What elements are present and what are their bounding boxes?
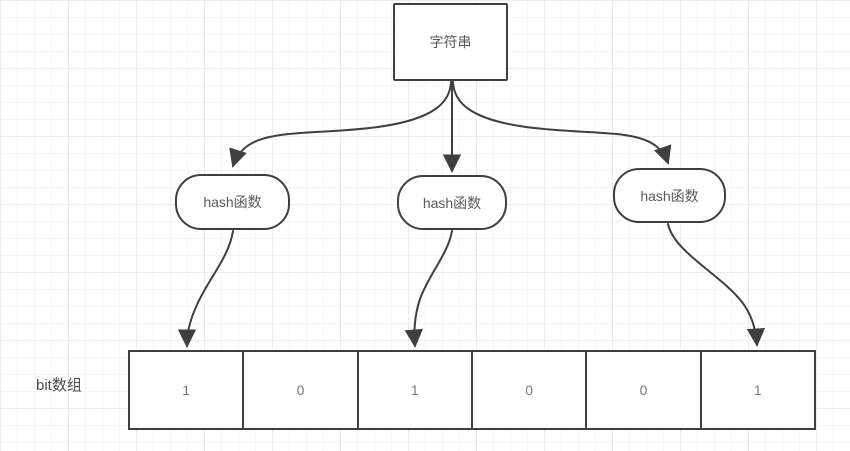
hash-function-box-3: hash函数 [613, 168, 726, 223]
hash-function-box-1: hash函数 [175, 174, 290, 230]
arrow-hash2-to-cell3 [404, 230, 453, 348]
hash-function-label: hash函数 [203, 194, 262, 210]
bit-cell-5: 0 [587, 352, 702, 428]
bit-cell-1: 1 [130, 352, 245, 428]
string-box: 字符串 [393, 3, 508, 81]
hash-function-label: hash函数 [640, 187, 699, 204]
arrow-string-to-hash1 [229, 81, 452, 168]
bit-array: 1 0 1 0 0 1 [128, 350, 816, 430]
string-box-label: 字符串 [429, 34, 472, 50]
arrow-string-to-hash3 [452, 81, 672, 165]
bit-cell-4: 0 [472, 352, 588, 428]
bit-cell-2: 0 [244, 352, 359, 428]
arrow-hash1-to-cell1 [177, 230, 234, 348]
hash-function-box-2: hash函数 [397, 175, 507, 230]
arrow-hash3-to-cell6 [667, 223, 766, 347]
hash-function-label: hash函数 [422, 194, 482, 211]
bit-cell-6: 1 [701, 352, 814, 428]
bit-array-label: bit数组 [36, 377, 82, 394]
bit-cell-3: 1 [358, 352, 473, 428]
